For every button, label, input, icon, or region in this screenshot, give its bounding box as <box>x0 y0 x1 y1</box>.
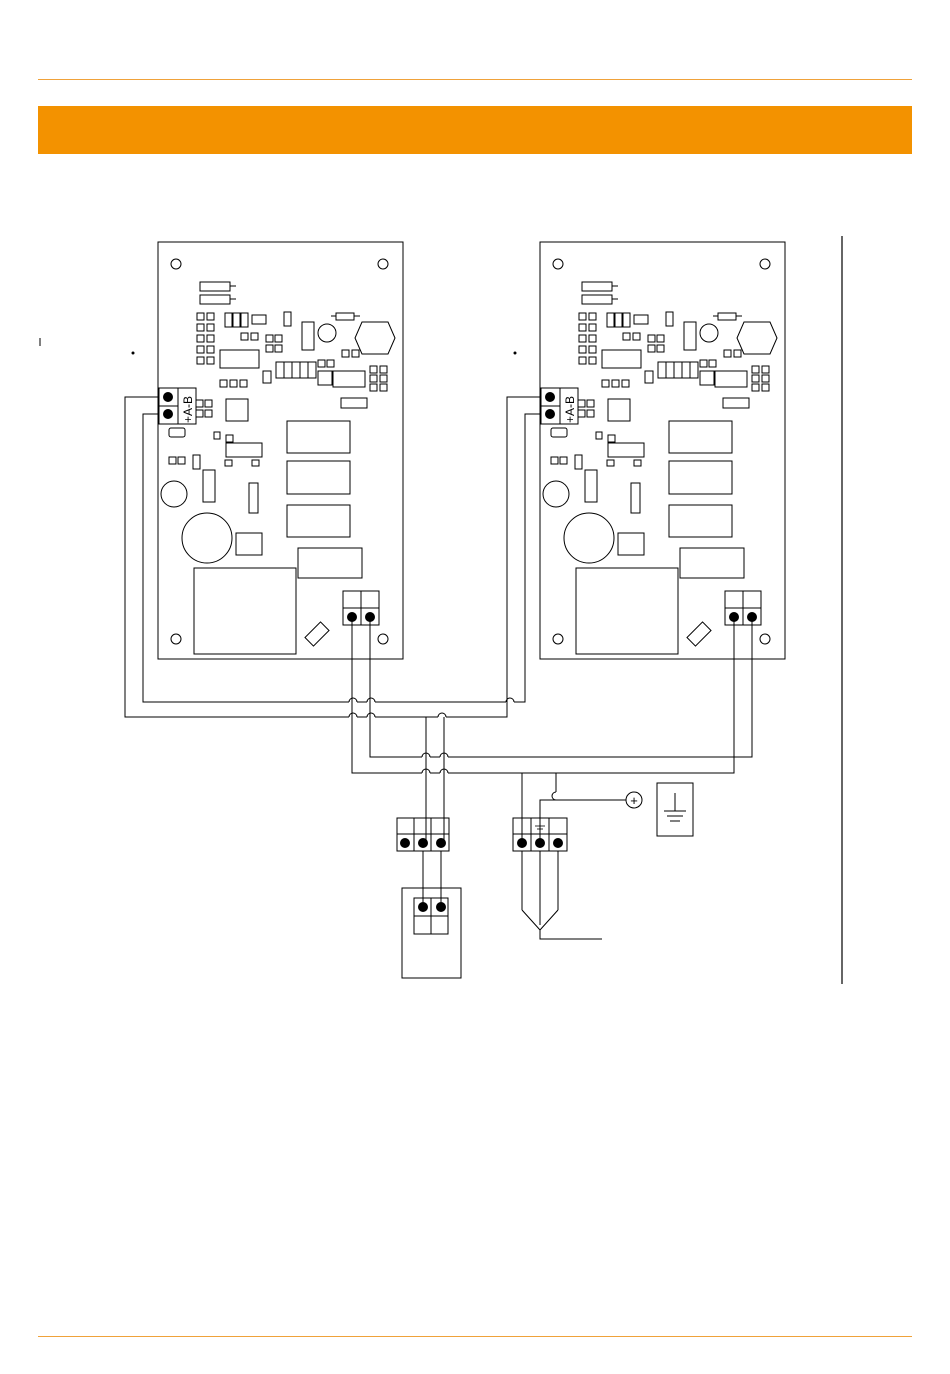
label-a: A <box>563 408 577 416</box>
dip-ic <box>276 362 316 378</box>
label-a: A <box>181 408 195 416</box>
board-2 <box>540 242 785 659</box>
bus-wires <box>125 397 752 843</box>
ground-icon <box>657 783 693 836</box>
power-supply-box <box>402 851 461 978</box>
board-1 <box>158 242 403 659</box>
smd-pads <box>169 312 387 469</box>
mount-hole <box>171 634 181 644</box>
power-terminal-block <box>397 818 449 851</box>
board-1-outline <box>158 242 403 659</box>
shield-terminal-block <box>513 773 626 939</box>
plus-terminal-label: + <box>630 793 638 808</box>
label-plus: + <box>563 416 577 423</box>
crystal <box>355 322 395 354</box>
mount-hole <box>171 259 181 269</box>
svg-text:+A-B: +A-B <box>181 396 195 423</box>
board-2-outline <box>540 242 785 659</box>
svg-text:+A-B: +A-B <box>563 396 577 423</box>
label-b: B <box>563 396 577 404</box>
label-plus: + <box>181 416 195 423</box>
mount-hole <box>378 259 388 269</box>
board-2-ab-labels: +A-B <box>563 396 577 423</box>
board-1-ab-labels: +A-B <box>181 396 195 423</box>
label-b: B <box>181 396 195 404</box>
mount-hole <box>378 634 388 644</box>
